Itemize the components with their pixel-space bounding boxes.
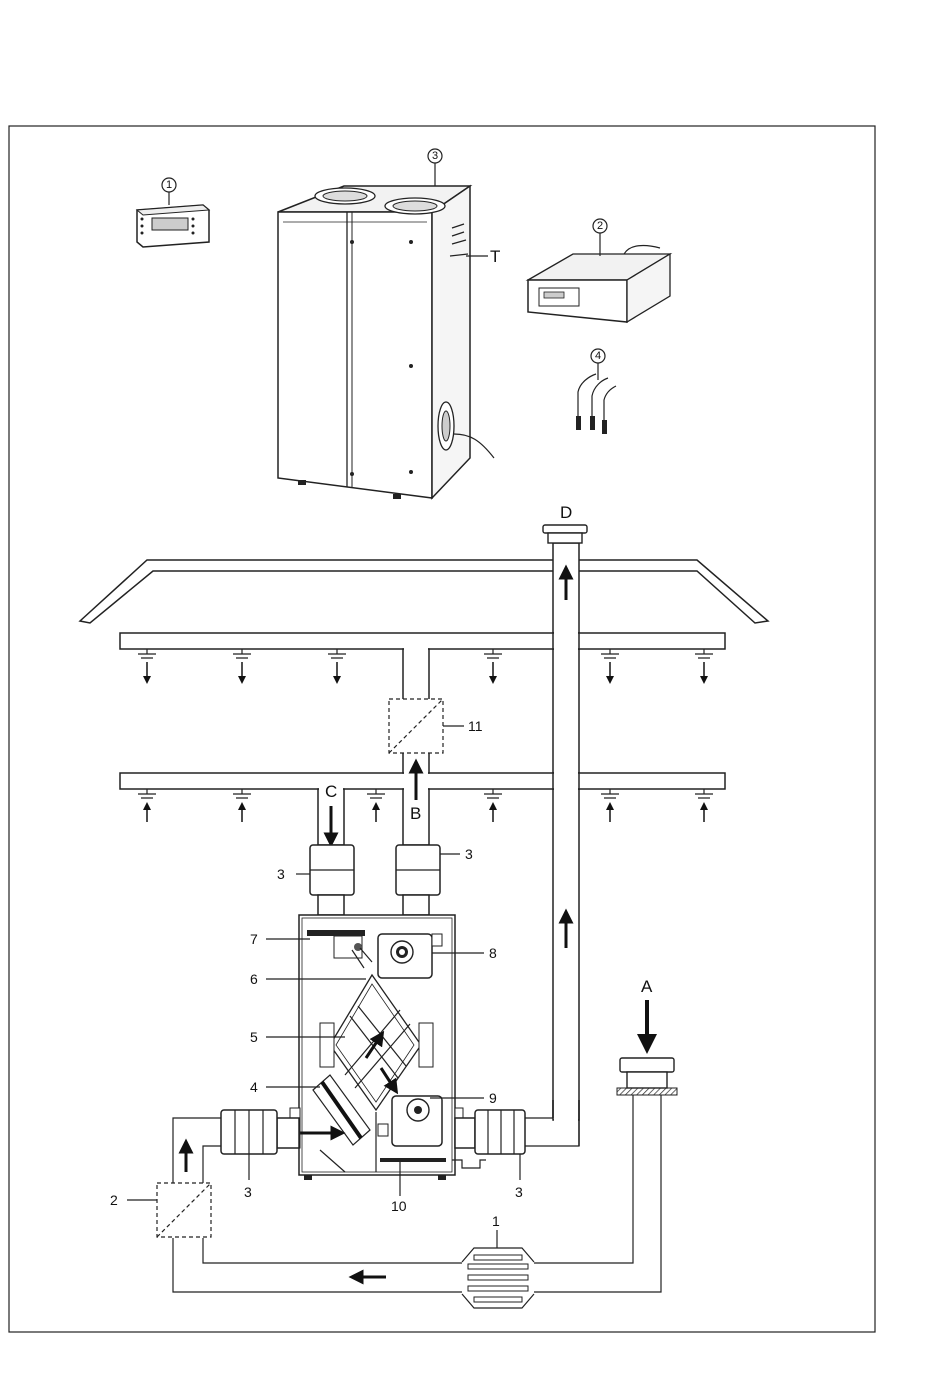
temperature-sensors xyxy=(576,374,616,434)
exhaust-duct-D xyxy=(553,543,579,1120)
callout-1: 1 xyxy=(166,179,172,191)
label-6: 6 xyxy=(250,971,258,987)
remote-control-unit xyxy=(137,205,209,247)
label-2: 2 xyxy=(110,1192,118,1208)
callout-2: 2 xyxy=(597,220,603,232)
label-3-top-right: 3 xyxy=(465,846,473,862)
control-box xyxy=(528,246,670,322)
label-3-bottom-left: 3 xyxy=(244,1184,252,1200)
roof xyxy=(80,560,768,623)
silencer-top-left xyxy=(310,845,354,915)
callout-3: 3 xyxy=(432,150,438,162)
pre-heater-2 xyxy=(157,1183,211,1237)
label-4: 4 xyxy=(250,1079,258,1095)
label-3-bottom-right: 3 xyxy=(515,1184,523,1200)
silencer-bottom-left xyxy=(221,1110,277,1154)
outdoor-air-inlet-A xyxy=(617,1058,677,1095)
silencer-top-right xyxy=(396,845,440,915)
callout-4: 4 xyxy=(595,350,601,362)
roof-outlet-hood xyxy=(543,525,587,543)
label-B: B xyxy=(410,804,421,823)
label-3-top-left: 3 xyxy=(277,866,285,882)
post-heater-11 xyxy=(389,699,443,753)
label-T: T xyxy=(490,247,500,266)
intake-duct xyxy=(173,1118,221,1183)
ground-heat-exchanger xyxy=(462,1248,534,1308)
silencer-bottom-right xyxy=(475,1110,525,1154)
ventilation-unit xyxy=(278,186,494,499)
label-5: 5 xyxy=(250,1029,258,1045)
label-10: 10 xyxy=(391,1198,407,1214)
label-8: 8 xyxy=(489,945,497,961)
label-9: 9 xyxy=(489,1090,497,1106)
label-7: 7 xyxy=(250,931,258,947)
label-A: A xyxy=(641,977,653,996)
label-C: C xyxy=(325,782,337,801)
label-11: 11 xyxy=(468,718,483,734)
label-D: D xyxy=(560,503,572,522)
label-1: 1 xyxy=(492,1213,500,1229)
